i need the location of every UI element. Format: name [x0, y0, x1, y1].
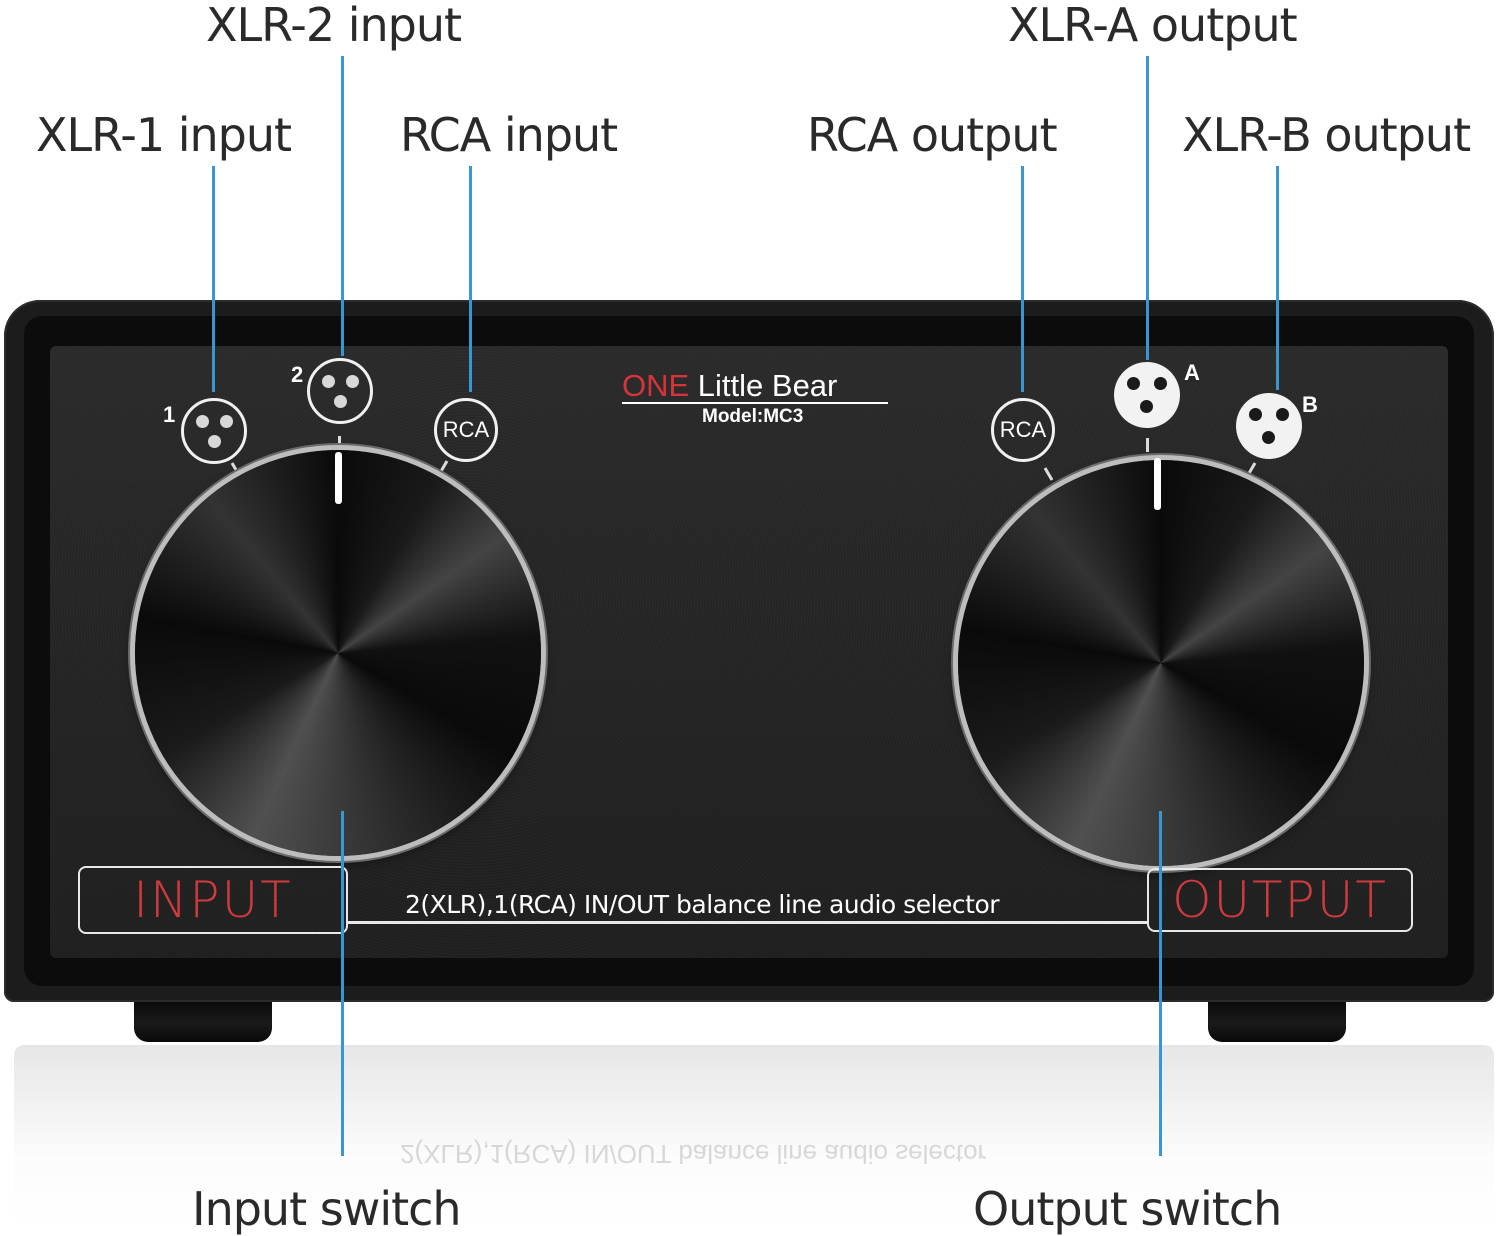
rca-input-icon: RCA — [434, 398, 498, 462]
leader-rca-input — [469, 166, 472, 392]
rca-output-icon: RCA — [991, 398, 1055, 462]
callout-xlra-output: XLR-A output — [1008, 0, 1298, 52]
device-description: 2(XLR),1(RCA) IN/OUT balance line audio … — [405, 890, 1000, 919]
brand-underline — [622, 402, 888, 404]
input-switch-knob[interactable] — [135, 450, 541, 856]
model-number: Model:MC3 — [702, 406, 804, 427]
xlr-a-output-icon — [1114, 362, 1180, 428]
brand-logo: ONE Little Bear — [622, 368, 837, 404]
right-foot — [1208, 994, 1346, 1042]
callout-rca-input: RCA input — [400, 108, 618, 162]
leader-xlr2-input — [341, 56, 344, 356]
callout-input-switch: Input switch — [192, 1182, 462, 1236]
port-label-a: A — [1184, 360, 1200, 385]
xlr-1-input-icon — [181, 398, 247, 464]
xlr-b-output-icon — [1236, 393, 1302, 459]
brand-one: ONE — [622, 368, 690, 403]
leader-xlr1-input — [212, 166, 215, 392]
output-label: OUTPUT — [1147, 868, 1413, 932]
callout-output-switch: Output switch — [973, 1182, 1282, 1236]
tick-xlr-a — [1146, 438, 1149, 452]
port-label-1: 1 — [163, 402, 176, 427]
input-label: INPUT — [78, 866, 348, 934]
tick-xlr2 — [338, 436, 341, 450]
output-knob-indicator — [1154, 458, 1161, 510]
brand-name: Little Bear — [689, 368, 838, 403]
device-reflection — [14, 1045, 1494, 1235]
leader-input-switch — [341, 811, 344, 1156]
callout-xlrb-output: XLR-B output — [1182, 108, 1471, 162]
leader-xlrb-output — [1276, 166, 1279, 390]
input-knob-indicator — [335, 452, 342, 504]
leader-rca-output — [1021, 166, 1024, 392]
port-label-b: B — [1302, 392, 1318, 417]
port-label-2: 2 — [291, 362, 304, 387]
output-switch-knob[interactable] — [958, 458, 1364, 866]
callout-xlr1-input: XLR-1 input — [36, 108, 292, 162]
description-underline — [348, 921, 1148, 924]
left-foot — [134, 994, 272, 1042]
callout-rca-output: RCA output — [807, 108, 1058, 162]
callout-xlr2-input: XLR-2 input — [206, 0, 462, 52]
reflected-description: 2(XLR),1(RCA) IN/OUT balance line audio … — [400, 1139, 987, 1169]
leader-xlra-output — [1146, 56, 1149, 360]
xlr-2-input-icon — [307, 358, 373, 424]
leader-output-switch — [1159, 811, 1162, 1156]
